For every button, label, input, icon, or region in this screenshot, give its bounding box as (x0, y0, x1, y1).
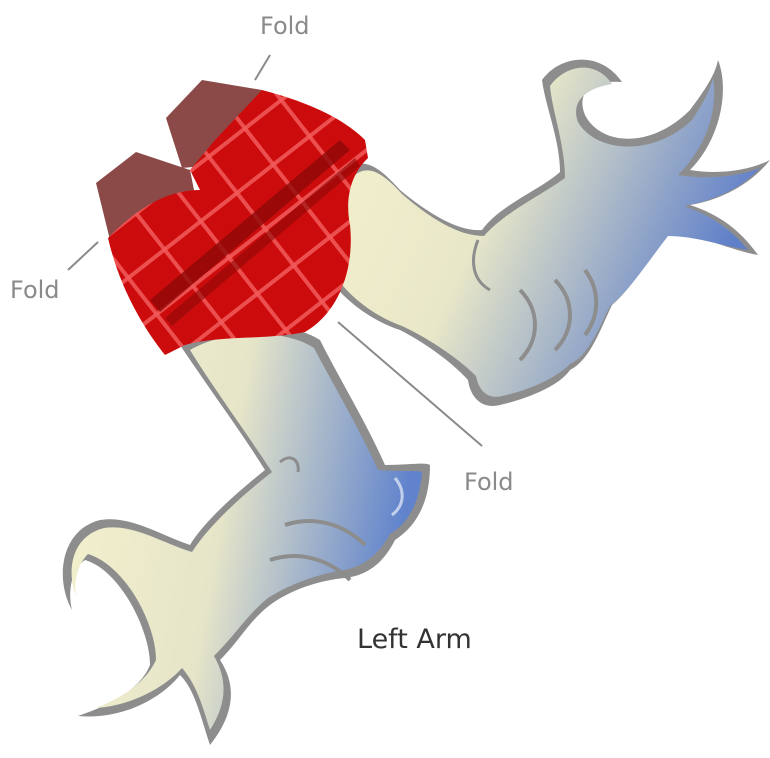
sleeve (96, 80, 368, 355)
lower-arm (63, 326, 430, 745)
leader-fold-left (68, 242, 98, 270)
label-fold-left: Fold (10, 276, 60, 304)
diagram-title: Left Arm (357, 624, 472, 655)
upper-arm (330, 60, 770, 406)
upper-arm-skin (338, 68, 760, 397)
label-fold-right: Fold (464, 468, 514, 496)
label-fold-top: Fold (260, 12, 310, 40)
leader-fold-top (255, 55, 270, 80)
sleeve-body (108, 90, 368, 355)
lower-arm-skin (72, 334, 422, 730)
